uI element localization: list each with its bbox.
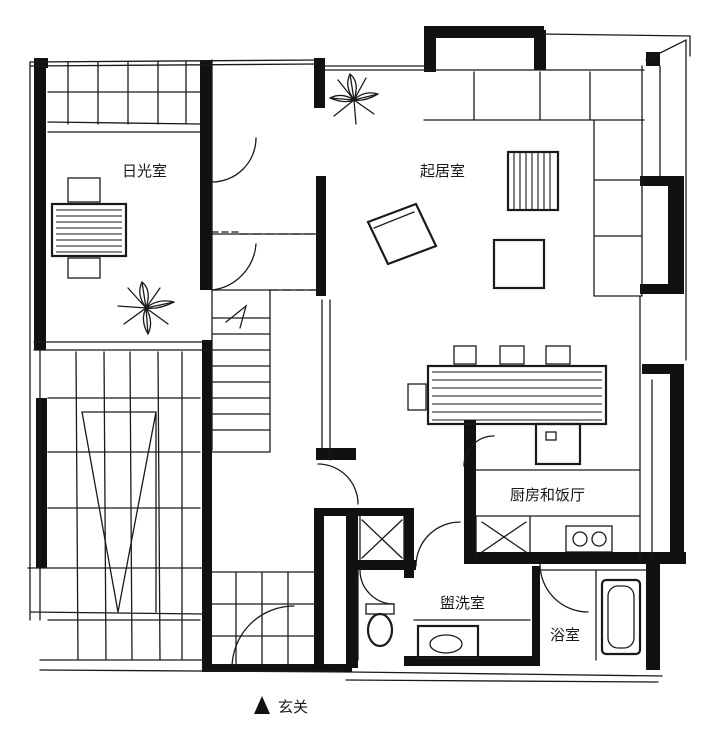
ottoman xyxy=(492,238,546,290)
wall-right-mid-stub xyxy=(642,364,684,374)
wall-stair-left xyxy=(202,340,212,670)
living-room-rug xyxy=(506,150,560,212)
void-cross xyxy=(81,411,157,613)
label-sunroom: 日光室 xyxy=(122,162,167,180)
wall-left-exterior-lower xyxy=(36,398,47,568)
door-bath xyxy=(539,563,589,613)
toilet xyxy=(365,603,395,648)
wall-right-exterior xyxy=(668,180,684,290)
wall-washroom-top xyxy=(346,560,416,570)
label-entrance: 玄关 xyxy=(278,698,308,716)
furniture xyxy=(50,150,642,660)
wall-bay-top xyxy=(424,26,544,38)
wall-living-left-top xyxy=(314,58,325,108)
washroom-sink xyxy=(416,624,480,660)
wall-closet-left xyxy=(314,508,324,668)
plant-icon xyxy=(117,281,175,335)
wall-bath-divider xyxy=(532,566,540,666)
wall-sunroom-right xyxy=(200,60,212,290)
wall-left-exterior xyxy=(34,60,46,350)
wall-bath-right xyxy=(646,560,660,670)
door-kitchen xyxy=(463,435,495,467)
wall-right-exterior-lower xyxy=(670,370,684,560)
door-washroom xyxy=(415,521,461,567)
wall-kitchen-bottom xyxy=(464,552,686,564)
structural-walls xyxy=(34,26,686,672)
label-bathroom: 浴室 xyxy=(550,626,580,644)
sunroom-table xyxy=(50,177,128,279)
door-entrance xyxy=(231,605,295,669)
wall-right-window-sill-lower xyxy=(640,284,684,294)
label-kitchen-dining: 厨房和饭厅 xyxy=(510,486,585,504)
wall-kitchen-left xyxy=(464,420,476,560)
triangle-up-arrow-icon xyxy=(254,696,270,714)
wall-living-left-mid xyxy=(316,176,326,296)
wall-closet-top xyxy=(314,508,412,516)
armchair xyxy=(366,202,438,266)
wall-top-left xyxy=(34,58,48,68)
plant-icon xyxy=(329,73,379,125)
label-washroom: 盥洗室 xyxy=(440,594,485,612)
wall-right-window-sill xyxy=(640,176,684,186)
dining-table xyxy=(407,345,608,466)
label-living-room: 起居室 xyxy=(420,162,465,180)
bathtub xyxy=(600,578,642,656)
wall-right-top-corner xyxy=(646,52,660,66)
wall-washroom-bottom xyxy=(404,656,540,666)
sketch-lines xyxy=(27,33,691,683)
door-living xyxy=(317,463,359,505)
wall-washroom-left xyxy=(346,508,358,668)
stove xyxy=(565,525,613,553)
door-stair-closet xyxy=(211,243,257,291)
wall-bay-top-right xyxy=(534,30,546,70)
door-sunroom xyxy=(211,137,257,183)
door-washroom-left xyxy=(359,569,395,605)
wall-bottom-left xyxy=(202,664,352,672)
wall-living-bottom-stub xyxy=(316,448,356,460)
wall-washroom-right xyxy=(404,508,414,578)
door-swings xyxy=(211,137,589,669)
